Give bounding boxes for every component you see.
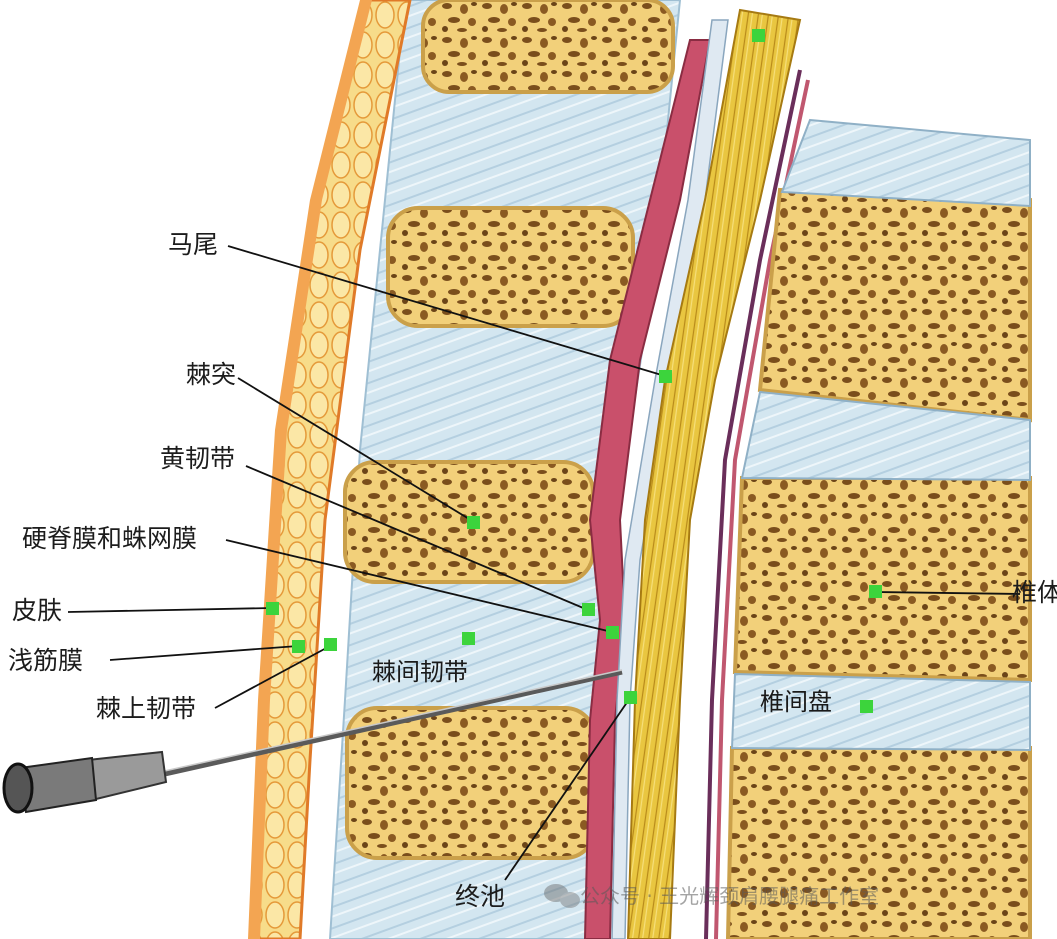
label-ligamentum-flavum: 黄韧带 [160,444,236,473]
label-interspinous-ligament: 棘间韧带 [372,658,468,686]
label-skin: 皮肤 [12,596,63,625]
needle-icon [2,669,623,814]
label-superficial-fascia: 浅筋膜 [8,646,84,675]
label-intervertebral-disc: 椎间盘 [760,688,832,716]
label-supraspinous-ligament: 棘上韧带 [96,694,197,723]
label-dura-arachnoid: 硬脊膜和蛛网膜 [22,524,198,553]
label-vertebral-body: 椎体 [1012,578,1057,607]
label-terminal-cistern: 终池 [455,882,506,911]
wechat-icon [544,884,580,908]
label-spinous-process: 棘突 [186,360,237,389]
marker-points [266,29,882,713]
watermark: 公众号 · 王光辉颈肩腰腿痛工作室 [580,884,880,908]
label-cauda-equina: 马尾 [168,230,219,259]
